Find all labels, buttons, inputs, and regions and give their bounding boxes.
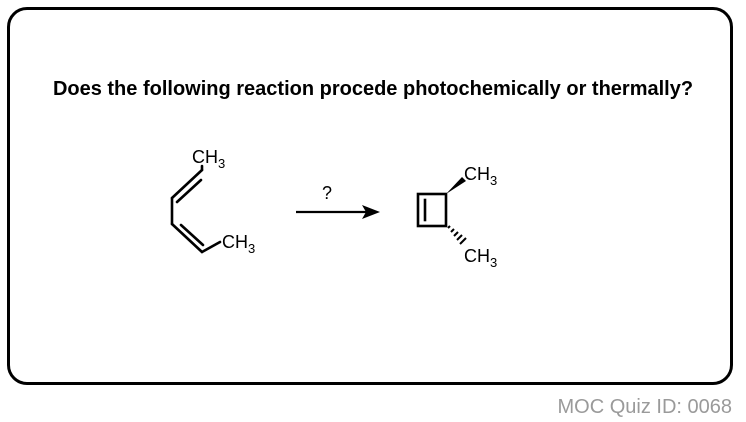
arrow-label: ? — [322, 183, 332, 203]
product-bottom-methyl-label: CH3 — [464, 246, 497, 270]
quiz-id-footer: MOC Quiz ID: 0068 — [557, 396, 732, 418]
reactant-double-bond-bottom — [179, 223, 205, 247]
reactant-top-methyl-label: CH3 — [192, 147, 225, 171]
product-cyclobutene — [416, 192, 448, 228]
product-wedge-bond — [446, 177, 466, 194]
product-ring — [416, 192, 448, 228]
reactant-bottom-methyl-label: CH3 — [222, 232, 255, 256]
reactant-bond-c3-c4 — [170, 222, 204, 254]
question-text: Does the following reaction procede phot… — [52, 78, 694, 100]
reactant-double-bond-top — [175, 178, 203, 204]
question-card — [7, 7, 733, 385]
reactant-bond-c1-c2 — [170, 168, 204, 200]
product-hash-bond — [447, 225, 467, 245]
reactant-bond-c4-methyl — [200, 240, 222, 254]
product-top-methyl-label: CH3 — [464, 164, 497, 188]
reaction-arrow — [296, 205, 380, 219]
reactant-diene — [170, 164, 222, 254]
